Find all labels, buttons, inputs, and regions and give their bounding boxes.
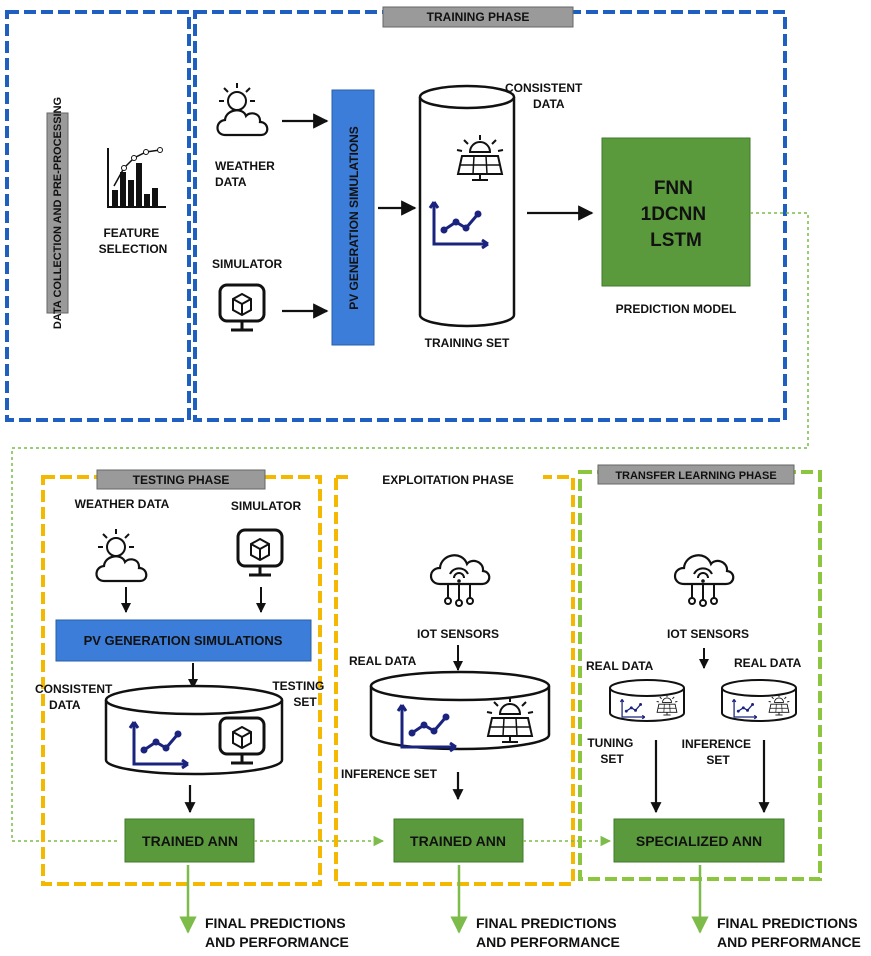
- data-collection-header: [46, 112, 69, 314]
- transfer-real-data-left: REAL DATA: [586, 659, 654, 673]
- weather-data-label: WEATHER DATA: [215, 159, 278, 189]
- pv-generation-box: [331, 89, 375, 346]
- testing-trained-ann-label: TRAINED ANN: [142, 833, 238, 849]
- data-collection-title: DATA COLLECTION AND PRE-PROCESSING: [52, 97, 64, 329]
- transfer-iot-icon: [673, 554, 735, 608]
- specialized-ann-box: [613, 818, 785, 863]
- consistent-data-label: CONSISTENT DATA: [505, 81, 586, 111]
- prediction-model-label: PREDICTION MODEL: [616, 302, 737, 316]
- training-set-label: TRAINING SET: [425, 336, 510, 350]
- testing-weather-icon: [95, 527, 148, 583]
- simulator-label: SIMULATOR: [212, 257, 283, 271]
- exploitation-iot-label: IOT SENSORS: [417, 627, 499, 641]
- feature-selection-icon: [107, 147, 166, 208]
- transfer-phase-title: TRANSFER LEARNING PHASE: [615, 470, 776, 482]
- simulator-monitor-icon: [218, 283, 266, 332]
- transfer-phase-header: [597, 464, 795, 485]
- model-link-connector: [11, 212, 809, 842]
- testing-trained-ann-box: [124, 818, 255, 863]
- prediction-model-box: [601, 137, 751, 287]
- testing-pv-label: PV GENERATION SIMULATIONS: [84, 633, 283, 648]
- transfer-real-data-right: REAL DATA: [734, 656, 802, 670]
- exploitation-phase-header: [353, 470, 543, 489]
- training-set-cylinder: [418, 84, 516, 328]
- transfer-iot-label: IOT SENSORS: [667, 627, 749, 641]
- transfer-phase-frame: [578, 470, 822, 881]
- weather-icon: [216, 81, 269, 137]
- pv-generation-label: PV GENERATION SIMULATIONS: [347, 126, 361, 310]
- exploitation-phase-title: EXPLOITATION PHASE: [382, 473, 514, 487]
- data-collection-frame: [5, 10, 191, 422]
- final-label-transfer: FINAL PREDICTIONS AND PERFORMANCE: [717, 915, 861, 950]
- specialized-ann-label: SPECIALIZED ANN: [636, 833, 762, 849]
- transfer-inference-set-label: INFERENCE SET: [682, 737, 755, 767]
- training-phase-header: [382, 6, 574, 28]
- testing-set-label: TESTING SET: [272, 679, 327, 709]
- exploitation-iot-icon: [429, 554, 491, 608]
- exploitation-trained-ann-label: TRAINED ANN: [410, 833, 506, 849]
- testing-weather-label: WEATHER DATA: [75, 497, 170, 511]
- testing-phase-title: TESTING PHASE: [133, 473, 230, 487]
- testing-simulator-icon: [236, 528, 284, 577]
- testing-pv-box: [55, 619, 312, 662]
- final-label-exploitation: FINAL PREDICTIONS AND PERFORMANCE: [476, 915, 620, 950]
- training-phase-title: TRAINING PHASE: [427, 10, 530, 24]
- model-names: FNN 1DCNN LSTM: [641, 178, 712, 251]
- final-label-testing: FINAL PREDICTIONS AND PERFORMANCE: [205, 915, 349, 950]
- testing-simulator-label: SIMULATOR: [231, 499, 302, 513]
- testing-consistent-data-label: CONSISTENT DATA: [35, 682, 116, 712]
- exploitation-inference-label: INFERENCE SET: [341, 767, 438, 781]
- feature-selection-label: FEATURE SELECTION: [99, 226, 168, 256]
- testing-phase-header: [96, 469, 266, 490]
- exploitation-real-data-label: REAL DATA: [349, 654, 417, 668]
- tuning-set-label: TUNING SET: [587, 736, 636, 766]
